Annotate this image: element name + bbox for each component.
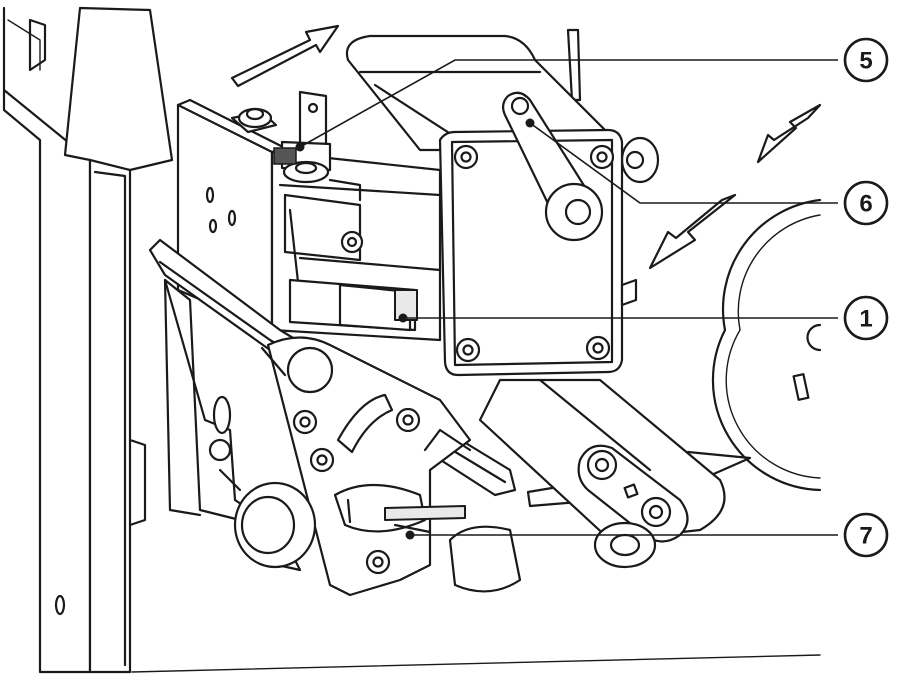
arrow-top-small <box>566 28 582 102</box>
lower-bracket <box>163 278 317 572</box>
leader-lines <box>295 59 838 540</box>
callout-5-label: 5 <box>859 48 872 75</box>
callout-7-label: 7 <box>859 523 872 550</box>
leader-5 <box>299 59 838 148</box>
arrow-right-2 <box>648 193 737 270</box>
head-lock-lever <box>501 91 604 242</box>
callout-1-label: 1 <box>859 306 872 333</box>
leader-6 <box>529 122 838 204</box>
callout-7: 7 <box>843 512 889 558</box>
printhead-carriage <box>270 140 442 342</box>
pressure-roller-arm <box>577 444 689 569</box>
callout-6: 6 <box>843 180 889 226</box>
guide-lever <box>148 238 517 597</box>
locking-knob <box>333 483 466 534</box>
callout-5: 5 <box>843 37 889 83</box>
callout-6-label: 6 <box>859 191 872 218</box>
housing-panel <box>2 6 821 674</box>
callout-1: 1 <box>843 295 889 341</box>
arrow-right-1 <box>756 103 822 164</box>
arrow-top <box>230 24 340 88</box>
ribbon-roll <box>711 198 822 492</box>
